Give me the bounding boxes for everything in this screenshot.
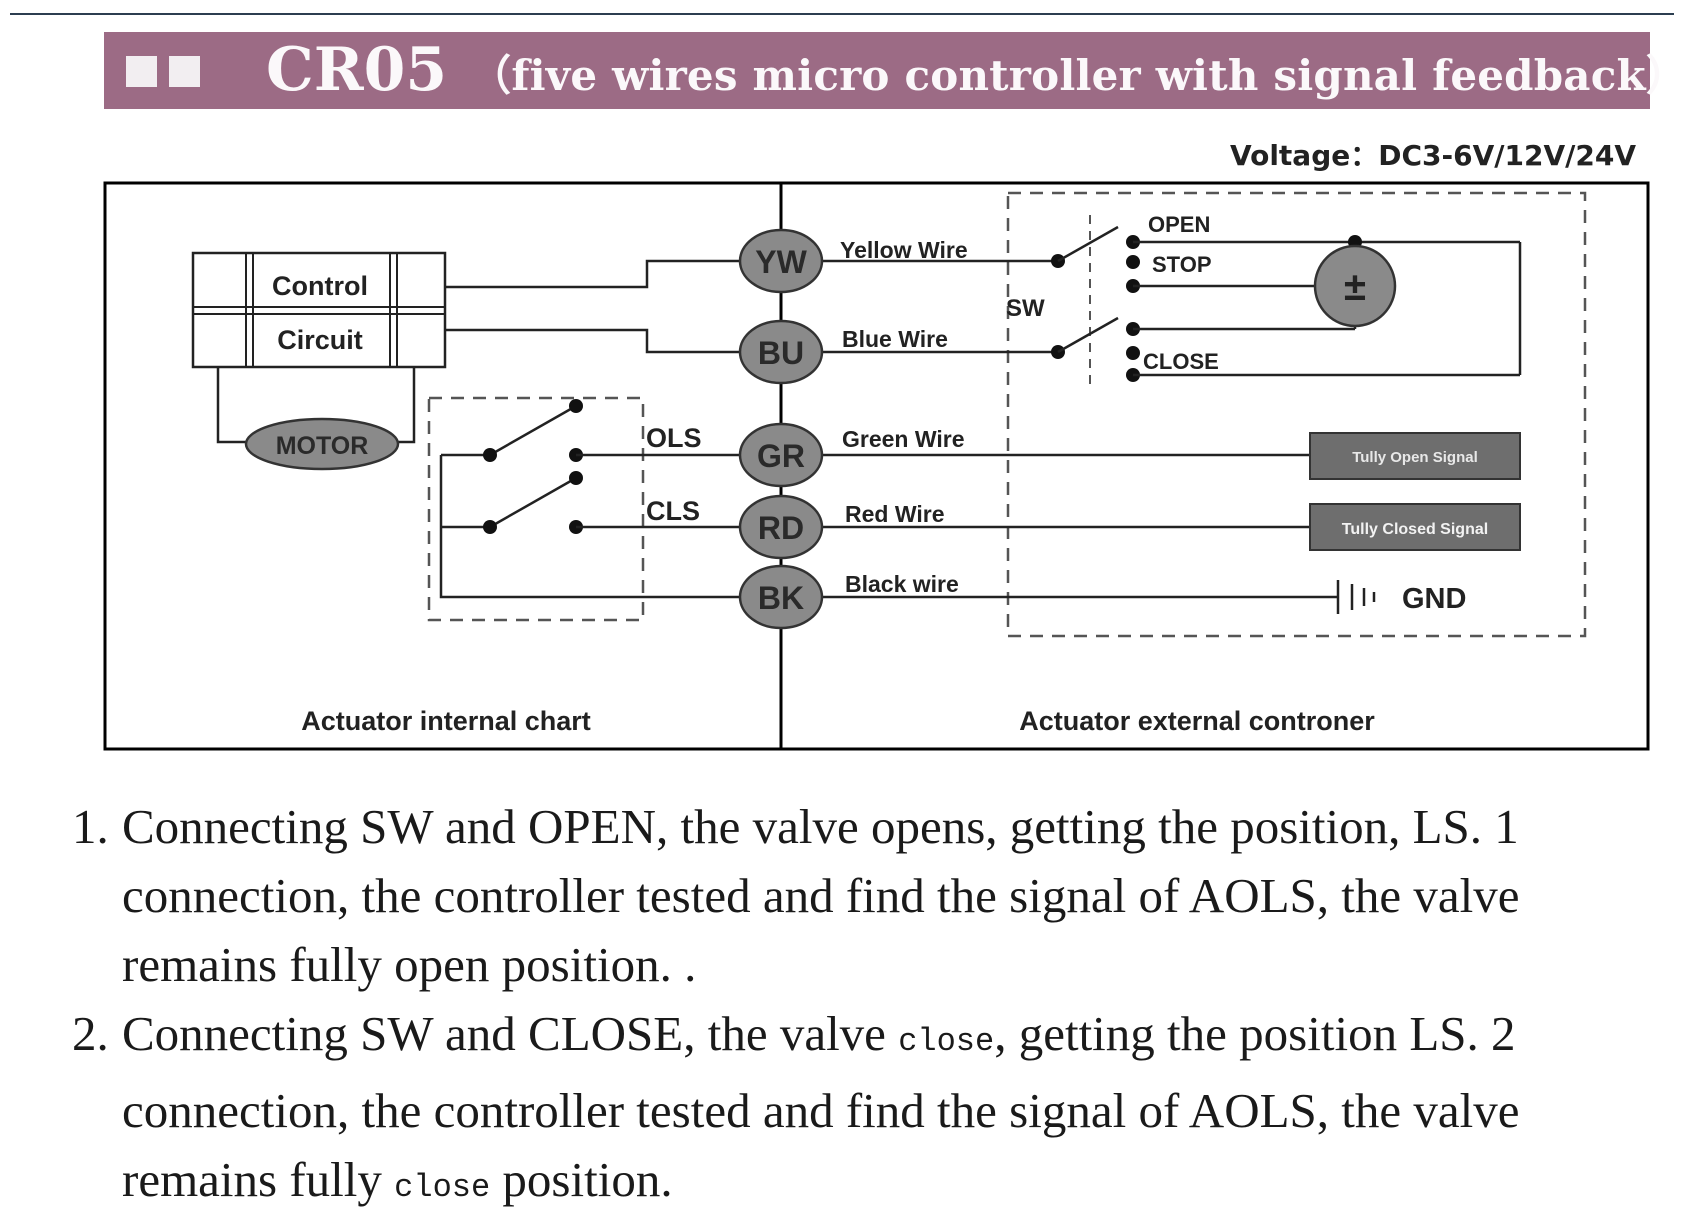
svg-text:BK: BK [758,580,804,616]
control-to-yw-wire [445,259,748,289]
svg-text:YW: YW [755,244,807,280]
instruction-text: position. [490,1152,673,1207]
diagram-frame [103,181,1650,751]
model-name: CR05 [266,35,448,105]
blue-wire-label: Blue Wire [842,326,948,352]
instruction-number: 1. [72,799,109,854]
wire-badge-yw: YW [738,228,824,294]
fully-closed-signal-box [1309,503,1521,551]
instruction-number: 2. [72,1006,109,1061]
cls-label: CLS [646,496,700,526]
sw-label: SW [1006,295,1045,322]
header-square-icon [126,56,157,87]
top-rule [10,13,1674,15]
sw-switches [1051,225,1522,382]
circuit-label: Circuit [277,325,363,355]
ols-label: OLS [646,423,702,453]
yellow-wire-label: Yellow Wire [840,237,968,263]
control-circuit-block: Control Circuit [191,251,447,369]
wire-badge-rd: RD [738,494,824,560]
fully-open-signal-label: Tully Open Signal [1352,449,1478,466]
open-label: OPEN [1148,212,1210,237]
wire-badge-bu: BU [738,319,824,385]
gnd-label: GND [1402,583,1466,615]
motor-label: MOTOR [276,432,369,460]
black-wire-label: Black wire [845,571,959,597]
motor-ellipse [244,417,400,471]
stop-label: STOP [1152,252,1212,277]
wire-badge-bk: BK [738,564,824,630]
header-bar: CR05 （five wires micro controller with si… [104,32,1684,109]
green-wire-label: Green Wire [842,426,965,452]
instruction-keyword: close [898,1023,995,1060]
fully-closed-signal-label: Tully Closed Signal [1342,521,1488,538]
instruction-item: 2. Connecting SW and CLOSE, the valve cl… [72,999,1672,1222]
close-label: CLOSE [1143,349,1219,374]
svg-text:GR: GR [757,438,805,474]
instruction-text: Connecting SW and OPEN, the valve opens,… [122,799,1520,992]
fully-open-signal-box [1309,432,1521,480]
instruction-text: Connecting SW and CLOSE, the valve [122,1006,899,1061]
red-wire-label: Red Wire [845,501,944,527]
instruction-item: 1. Connecting SW and OPEN, the valve ope… [72,792,1672,999]
instruction-keyword: close [394,1169,491,1206]
power-supply-icon [1313,244,1397,328]
header-square-icon [169,56,200,87]
ground-icon [1336,580,1376,614]
voltage-label: Voltage：DC3-6V/12V/24V [1229,139,1636,172]
svg-text:BU: BU [758,335,804,371]
external-controller-caption: Actuator external controner [1019,706,1375,736]
instruction-text: , getting the position LS. 2 connection,… [122,1006,1520,1207]
internal-chart-caption: Actuator internal chart [301,706,591,736]
power-symbol: ± [1344,265,1366,309]
limit-switch-box [427,396,645,622]
limit-switches [439,399,748,599]
external-controller-box [1006,191,1587,638]
page-title: CR05 （five wires micro controller with si… [266,34,1684,107]
wire-badge-gr: GR [738,422,824,488]
control-to-bu-wire [445,328,748,354]
page-subtitle: （five wires micro controller with signal… [469,51,1684,100]
control-label: Control [272,271,368,301]
wiring-diagram: Control Circuit MOTOR OLS CLS YW BU [103,181,1650,751]
svg-text:RD: RD [758,510,804,546]
instructions-list: 1. Connecting SW and OPEN, the valve ope… [72,792,1672,1222]
motor-wiring [216,367,416,444]
